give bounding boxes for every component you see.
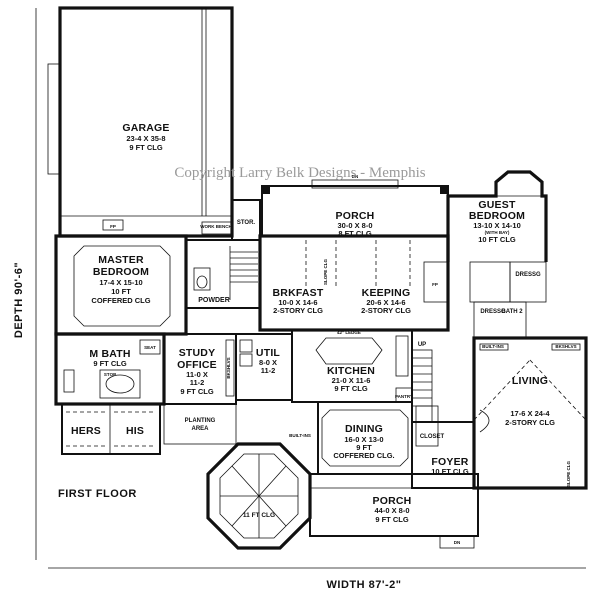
master-bedroom-coffered: COFFERED CLG — [91, 296, 150, 305]
his-closet-label: HIS — [126, 425, 144, 437]
closet-label: CLOSET — [420, 434, 445, 440]
front-porch-ceiling: 9 FT CLG — [375, 515, 408, 524]
planting-label-1: PLANTING — [185, 418, 216, 424]
rear-porch-size: 30-0 X 8-0 — [337, 221, 372, 230]
bath2-label: BATH 2 — [501, 309, 523, 315]
seat-label: SEAT — [144, 345, 156, 350]
living-ceiling: 2-STORY CLG — [505, 418, 555, 427]
master-bedroom-ceiling: 10 FT — [111, 287, 131, 296]
front-porch-dn: DN — [454, 540, 461, 545]
util-size-1: 8-0 X — [259, 358, 277, 367]
rear-porch-dn: DN — [352, 174, 359, 179]
master-bedroom-size: 17-4 X 15-10 — [99, 278, 142, 287]
brkfast-size: 10-0 X 14-6 — [278, 298, 317, 307]
util-title: UTIL — [256, 347, 281, 359]
study-title-2: OFFICE — [177, 359, 217, 371]
garage-title: GARAGE — [122, 122, 169, 134]
foyer-ceiling: 10 FT CLG — [431, 467, 469, 476]
rear-porch-title: PORCH — [336, 210, 375, 222]
master-bath-title: M BATH — [89, 348, 130, 360]
stair-up-label: UP — [418, 342, 426, 348]
dressg-label-1: DRESSG — [515, 272, 541, 278]
guest-bedroom-bay: (WITH BAY) — [485, 230, 510, 235]
dressg-label-2: DRESSG — [480, 309, 506, 315]
storage-label: STOR. — [237, 220, 256, 226]
breakfast-keeping — [258, 234, 450, 332]
fireplace-label: FP — [432, 282, 438, 287]
kitchen-ceiling: 9 FT CLG — [334, 384, 367, 393]
study-size-2: 11-2 — [190, 378, 205, 387]
master-bedroom-title-2: BEDROOM — [93, 266, 149, 278]
util-size-2: 11-2 — [261, 366, 276, 375]
brkfast-title: BRKFAST — [273, 287, 324, 299]
dining-coffered: COFFERED CLG. — [333, 451, 394, 460]
kitchen-size: 21-0 X 11-6 — [332, 376, 371, 385]
bkshlvs-label: BKSHLVS — [226, 357, 231, 378]
study-title-1: STUDY — [179, 347, 216, 359]
planting-label-2: AREA — [191, 426, 209, 432]
gazebo-ceiling: 11 FT CLG — [243, 512, 275, 519]
study-size-1: 11-0 X — [186, 370, 208, 379]
guest-bedroom-title-1: GUEST — [478, 199, 516, 211]
dining-title: DINING — [345, 423, 383, 435]
dining-builtins-label: BUILT-INS — [289, 433, 311, 438]
slope-clg-label: SLOPE CLG — [323, 259, 328, 286]
hers-closet-label: HERS — [71, 425, 101, 437]
garage-size: 23-4 X 35-8 — [126, 134, 165, 143]
fp-label: FP — [110, 224, 116, 229]
living-room — [472, 336, 588, 490]
keeping-ceiling: 2-STORY CLG — [361, 306, 411, 315]
floor-title: FIRST FLOOR — [58, 488, 137, 500]
living-builtins-label: BUILT-INS — [482, 344, 504, 349]
copyright-watermark: Copyright Larry Belk Designs - Memphis — [174, 165, 425, 181]
main-stair — [411, 349, 433, 423]
garage-ceiling: 9 FT CLG — [129, 143, 162, 152]
kitchen-title: KITCHEN — [327, 365, 375, 377]
front-porch-size: 44-0 X 8-0 — [374, 506, 409, 515]
guest-bedroom-size: 13-10 X 14-10 — [473, 221, 521, 230]
dining-size: 16-0 X 13-0 — [344, 435, 383, 444]
ledge-label: 42" LEDGE — [337, 330, 361, 335]
guest-bedroom-title-2: BEDROOM — [469, 210, 525, 222]
width-dimension: WIDTH 87'-2" — [327, 579, 402, 591]
dining-ceiling: 9 FT — [356, 443, 372, 452]
living-slope-clg-label: SLOPE CLG — [566, 461, 571, 488]
keeping-title: KEEPING — [362, 287, 411, 299]
living-bkshlvs-label: BKSHLVS — [555, 344, 576, 349]
living-size: 17-6 X 24-4 — [510, 409, 550, 418]
front-porch — [309, 473, 479, 549]
work-bench-label: WORK BENCH — [200, 224, 232, 229]
keeping-size: 20-6 X 14-6 — [366, 298, 405, 307]
planting-area — [163, 403, 237, 445]
depth-dimension: DEPTH 90'-6" — [13, 262, 25, 338]
rear-porch-ceiling: 8 FT CLG — [338, 229, 371, 238]
powder-label: POWDER — [198, 297, 230, 304]
walk-in-closets — [61, 403, 161, 455]
master-bedroom-title-1: MASTER — [98, 254, 144, 266]
foyer-title: FOYER — [431, 456, 468, 468]
pantry-label: PANTRY — [395, 394, 413, 399]
stop-label: STOP — [104, 372, 116, 377]
front-porch-title: PORCH — [373, 495, 412, 507]
octagonal-gazebo — [206, 442, 312, 550]
brkfast-ceiling: 2-STORY CLG — [273, 306, 323, 315]
study-ceiling: 9 FT CLG — [180, 387, 213, 396]
guest-bedroom-ceiling: 10 FT CLG — [478, 235, 516, 244]
living-title: LIVING — [512, 375, 548, 387]
master-bath-ceiling: 9 FT CLG — [93, 359, 126, 368]
